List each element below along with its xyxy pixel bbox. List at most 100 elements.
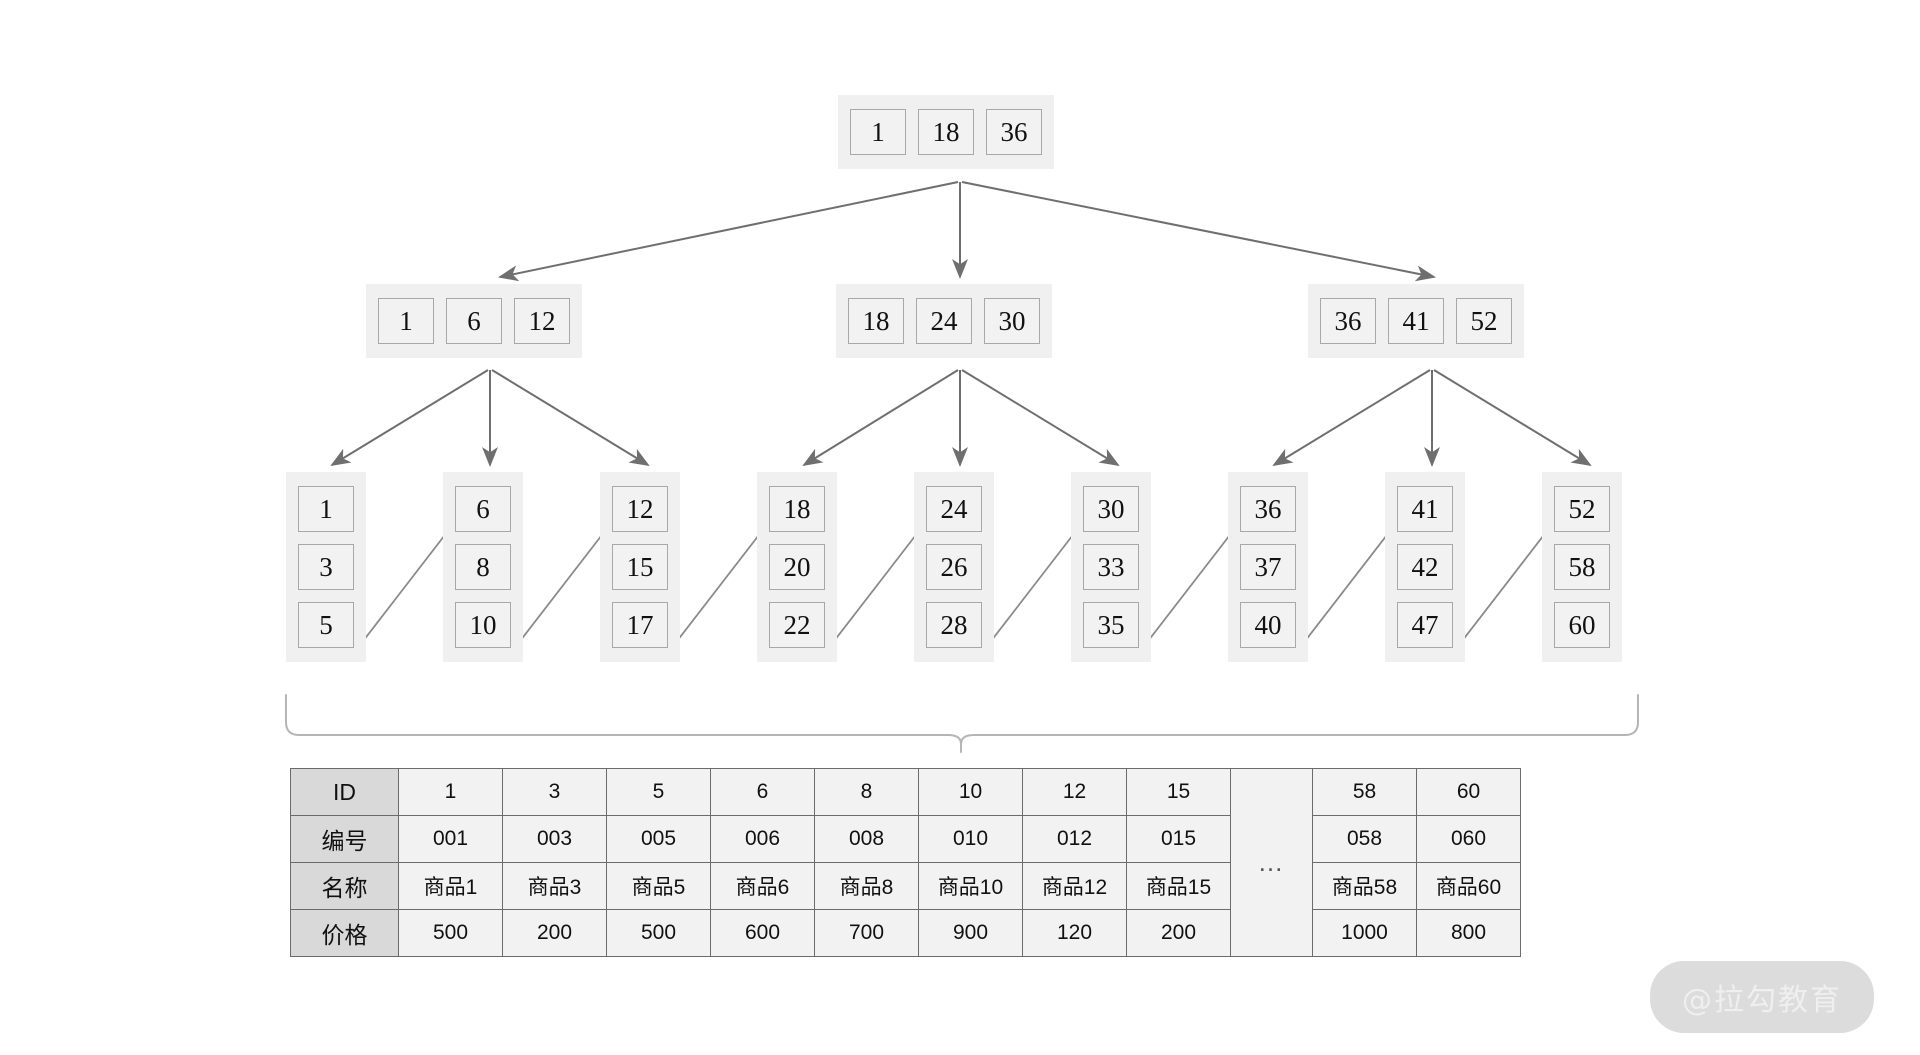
table-ellipsis-column: … [1230,768,1313,957]
tree-key-cell[interactable]: 3 [298,544,354,590]
tree-key-cell[interactable]: 24 [916,298,972,344]
tree-key-cell[interactable]: 36 [986,109,1042,155]
cell-name: 商品6 [710,862,815,910]
tree-key-cell[interactable]: 6 [455,486,511,532]
cell-price: 200 [502,909,607,957]
tree-node-internal-2[interactable]: 18 24 30 [836,284,1052,358]
row-header-price: 价格 [290,909,399,957]
cell-id: 12 [1022,768,1127,816]
tree-leaf-9[interactable]: 52 58 60 [1542,472,1622,662]
tree-key-cell[interactable]: 1 [378,298,434,344]
cell-id: 15 [1126,768,1231,816]
tree-node-internal-1[interactable]: 1 6 12 [366,284,582,358]
cell-id: 8 [814,768,919,816]
tree-leaf-8[interactable]: 41 42 47 [1385,472,1465,662]
edge-internal2-to-leaves [802,369,1120,467]
edge-root-to-internal [498,181,1436,282]
cell-code: 012 [1022,815,1127,863]
cell-price: 600 [710,909,815,957]
cell-id: 58 [1312,768,1417,816]
tree-key-cell[interactable]: 35 [1083,602,1139,648]
cell-code: 015 [1126,815,1231,863]
cell-price: 500 [398,909,503,957]
tree-key-cell[interactable]: 22 [769,602,825,648]
cell-name: 商品12 [1022,862,1127,910]
tree-key-cell[interactable]: 41 [1397,486,1453,532]
cell-id: 6 [710,768,815,816]
tree-key-cell[interactable]: 40 [1240,602,1296,648]
tree-key-cell[interactable]: 37 [1240,544,1296,590]
watermark: @拉勾教育 [1650,961,1874,1033]
tree-key-cell[interactable]: 24 [926,486,982,532]
tree-leaf-2[interactable]: 6 8 10 [443,472,523,662]
cell-code: 010 [918,815,1023,863]
tree-key-cell[interactable]: 42 [1397,544,1453,590]
cell-price: 500 [606,909,711,957]
cell-name: 商品8 [814,862,919,910]
cell-code: 006 [710,815,815,863]
table-row-id: ID 1 3 5 6 8 10 12 15 … 58 60 [290,768,1521,957]
tree-key-cell[interactable]: 28 [926,602,982,648]
cell-name: 商品3 [502,862,607,910]
tree-key-cell[interactable]: 47 [1397,602,1453,648]
tree-leaf-4[interactable]: 18 20 22 [757,472,837,662]
tree-leaf-1[interactable]: 1 3 5 [286,472,366,662]
cell-code: 060 [1416,815,1521,863]
cell-code: 001 [398,815,503,863]
tree-leaf-6[interactable]: 30 33 35 [1071,472,1151,662]
tree-key-cell[interactable]: 52 [1456,298,1512,344]
cell-price: 120 [1022,909,1127,957]
cell-code: 008 [814,815,919,863]
tree-key-cell[interactable]: 36 [1240,486,1296,532]
cell-code: 003 [502,815,607,863]
tree-key-cell[interactable]: 18 [918,109,974,155]
tree-key-cell[interactable]: 60 [1554,602,1610,648]
tree-key-cell[interactable]: 30 [1083,486,1139,532]
tree-key-cell[interactable]: 30 [984,298,1040,344]
table-row-name: 名称 商品1 商品3 商品5 商品6 商品8 商品10 商品12 商品15 商品… [290,862,1521,910]
tree-key-cell[interactable]: 20 [769,544,825,590]
tree-key-cell[interactable]: 36 [1320,298,1376,344]
tree-key-cell[interactable]: 26 [926,544,982,590]
edge-internal3-to-leaves [1272,369,1592,467]
tree-key-cell[interactable]: 18 [769,486,825,532]
tree-key-cell[interactable]: 17 [612,602,668,648]
tree-key-cell[interactable]: 10 [455,602,511,648]
cell-name: 商品60 [1416,862,1521,910]
cell-price: 700 [814,909,919,957]
cell-code: 058 [1312,815,1417,863]
tree-node-root[interactable]: 1 18 36 [838,95,1054,169]
tree-key-cell[interactable]: 12 [612,486,668,532]
cell-name: 商品1 [398,862,503,910]
cell-id: 3 [502,768,607,816]
tree-key-cell[interactable]: 8 [455,544,511,590]
cell-price: 800 [1416,909,1521,957]
cell-price: 1000 [1312,909,1417,957]
tree-key-cell[interactable]: 52 [1554,486,1610,532]
tree-key-cell[interactable]: 33 [1083,544,1139,590]
tree-key-cell[interactable]: 41 [1388,298,1444,344]
tree-leaf-3[interactable]: 12 15 17 [600,472,680,662]
cell-id: 5 [606,768,711,816]
tree-key-cell[interactable]: 58 [1554,544,1610,590]
tree-node-internal-3[interactable]: 36 41 52 [1308,284,1524,358]
tree-leaf-5[interactable]: 24 26 28 [914,472,994,662]
cell-name: 商品10 [918,862,1023,910]
row-header-code: 编号 [290,815,399,863]
tree-key-cell[interactable]: 1 [850,109,906,155]
cell-code: 005 [606,815,711,863]
tree-key-cell[interactable]: 6 [446,298,502,344]
table-row-code: 编号 001 003 005 006 008 010 012 015 058 0… [290,815,1521,863]
tree-key-cell[interactable]: 15 [612,544,668,590]
tree-key-cell[interactable]: 1 [298,486,354,532]
cell-price: 900 [918,909,1023,957]
cell-id: 60 [1416,768,1521,816]
row-header-id: ID [290,768,399,816]
edge-internal1-to-leaves [330,369,650,467]
tree-leaf-7[interactable]: 36 37 40 [1228,472,1308,662]
leaf-to-table-brace [285,694,1639,753]
tree-key-cell[interactable]: 12 [514,298,570,344]
tree-key-cell[interactable]: 18 [848,298,904,344]
tree-key-cell[interactable]: 5 [298,602,354,648]
